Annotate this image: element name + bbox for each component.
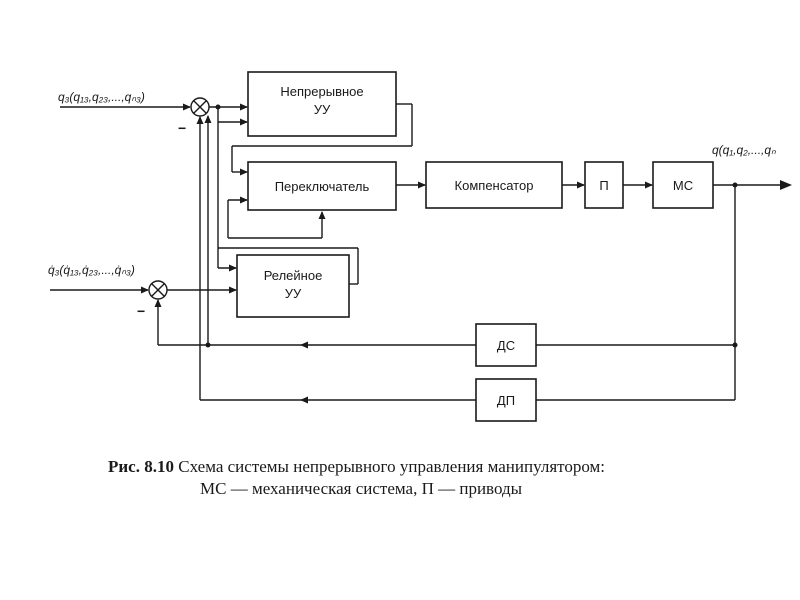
input-position-label: q₃(q₁₃,q₂₃,...,qₙ₃)	[58, 90, 145, 104]
continuous-controller-block: Непрерывное УУ	[247, 71, 397, 137]
relay-controller-label-2: УУ	[285, 286, 302, 301]
input-velocity-label: q̇₃(q̇₁₃,q̇₂₃,...,q̇ₙ₃)	[48, 263, 135, 277]
figure-label: Рис. 8.10	[108, 457, 174, 476]
minus-sign-1: −	[178, 120, 186, 136]
relay-controller-block: Релейное УУ	[236, 254, 350, 318]
drive-label: П	[599, 178, 608, 193]
dp-sensor-label: ДП	[497, 393, 515, 408]
caption-line-2: МС — механическая система, П — приводы	[200, 479, 523, 498]
caption-line-1: Схема системы непрерывного управления ма…	[178, 457, 605, 476]
block-diagram: q₃(q₁₃,q₂₃,...,qₙ₃) q̇₃(q̇₁₃,q̇₂₃,...,q̇…	[48, 71, 792, 422]
switch-label: Переключатель	[275, 179, 370, 194]
compensator-label: Компенсатор	[455, 178, 534, 193]
dp-sensor-block: ДП	[475, 378, 537, 422]
drive-block: П	[584, 161, 624, 209]
output-label: q(q₁,q₂,...,qₙ	[712, 143, 776, 157]
mechanical-system-block: МС	[652, 161, 714, 209]
switch-block: Переключатель	[247, 161, 397, 211]
ds-sensor-block: ДС	[475, 323, 537, 367]
compensator-block: Компенсатор	[425, 161, 563, 209]
continuous-controller-label-1: Непрерывное	[280, 84, 363, 99]
mechanical-system-label: МС	[673, 178, 693, 193]
ds-sensor-label: ДС	[497, 338, 515, 353]
continuous-controller-label-2: УУ	[314, 102, 331, 117]
figure-caption: Рис. 8.10 Схема системы непрерывного упр…	[108, 456, 768, 500]
summing-junction-position	[190, 97, 210, 117]
relay-controller-label-1: Релейное	[264, 268, 323, 283]
minus-sign-2: −	[137, 303, 145, 319]
summing-junction-velocity	[148, 280, 168, 300]
